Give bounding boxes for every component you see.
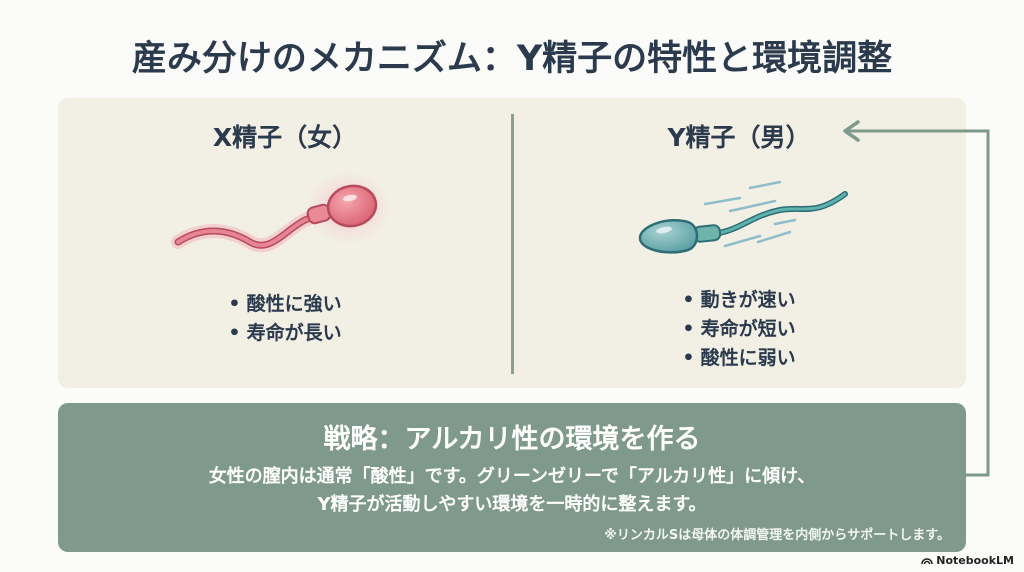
trait-item: •酸性に強い — [228, 293, 342, 315]
y-sperm-title: Y精子（男） — [667, 123, 811, 152]
strategy-body: 女性の膣内は通常「酸性」です。グリーンゼリーで「アルカリ性」に傾け、 Y精子が活… — [58, 463, 966, 519]
x-sperm-column: X精子（女） — [58, 98, 512, 388]
y-sperm-column: Y精子（男） — [512, 98, 966, 388]
column-divider — [511, 114, 514, 374]
x-sperm-icon — [171, 172, 390, 253]
strategy-panel: 戦略：アルカリ性の環境を作る 女性の膣内は通常「酸性」です。グリーンゼリーで「ア… — [58, 403, 966, 552]
strategy-title: 戦略：アルカリ性の環境を作る — [323, 424, 701, 455]
brand-watermark: NotebookLM — [921, 554, 1014, 567]
trait-item: •酸性に弱い — [682, 347, 796, 369]
footnote: ※リンカルSは母体の体調管理を内側からサポートします。 — [604, 528, 950, 543]
trait-item: •寿命が短い — [682, 318, 796, 340]
notebooklm-logo-icon — [921, 558, 933, 565]
x-sperm-traits: •酸性に強い •寿命が長い — [58, 290, 512, 348]
comparison-panel: X精子（女） — [58, 98, 966, 388]
page-title: 産み分けのメカニズム：Y精子の特性と環境調整 — [131, 39, 893, 79]
trait-item: •寿命が長い — [228, 322, 342, 344]
y-sperm-icon — [638, 180, 848, 254]
strategy-body-line-2: Y精子が活動しやすい環境を一時的に整えます。 — [317, 494, 707, 515]
x-sperm-title: X精子（女） — [212, 123, 358, 152]
brand-label: NotebookLM — [936, 554, 1014, 567]
strategy-body-line-1: 女性の膣内は通常「酸性」です。グリーンゼリーで「アルカリ性」に傾け、 — [208, 466, 816, 487]
trait-item: •動きが速い — [682, 289, 796, 311]
y-sperm-traits: •動きが速い •寿命が短い •酸性に弱い — [512, 286, 966, 373]
